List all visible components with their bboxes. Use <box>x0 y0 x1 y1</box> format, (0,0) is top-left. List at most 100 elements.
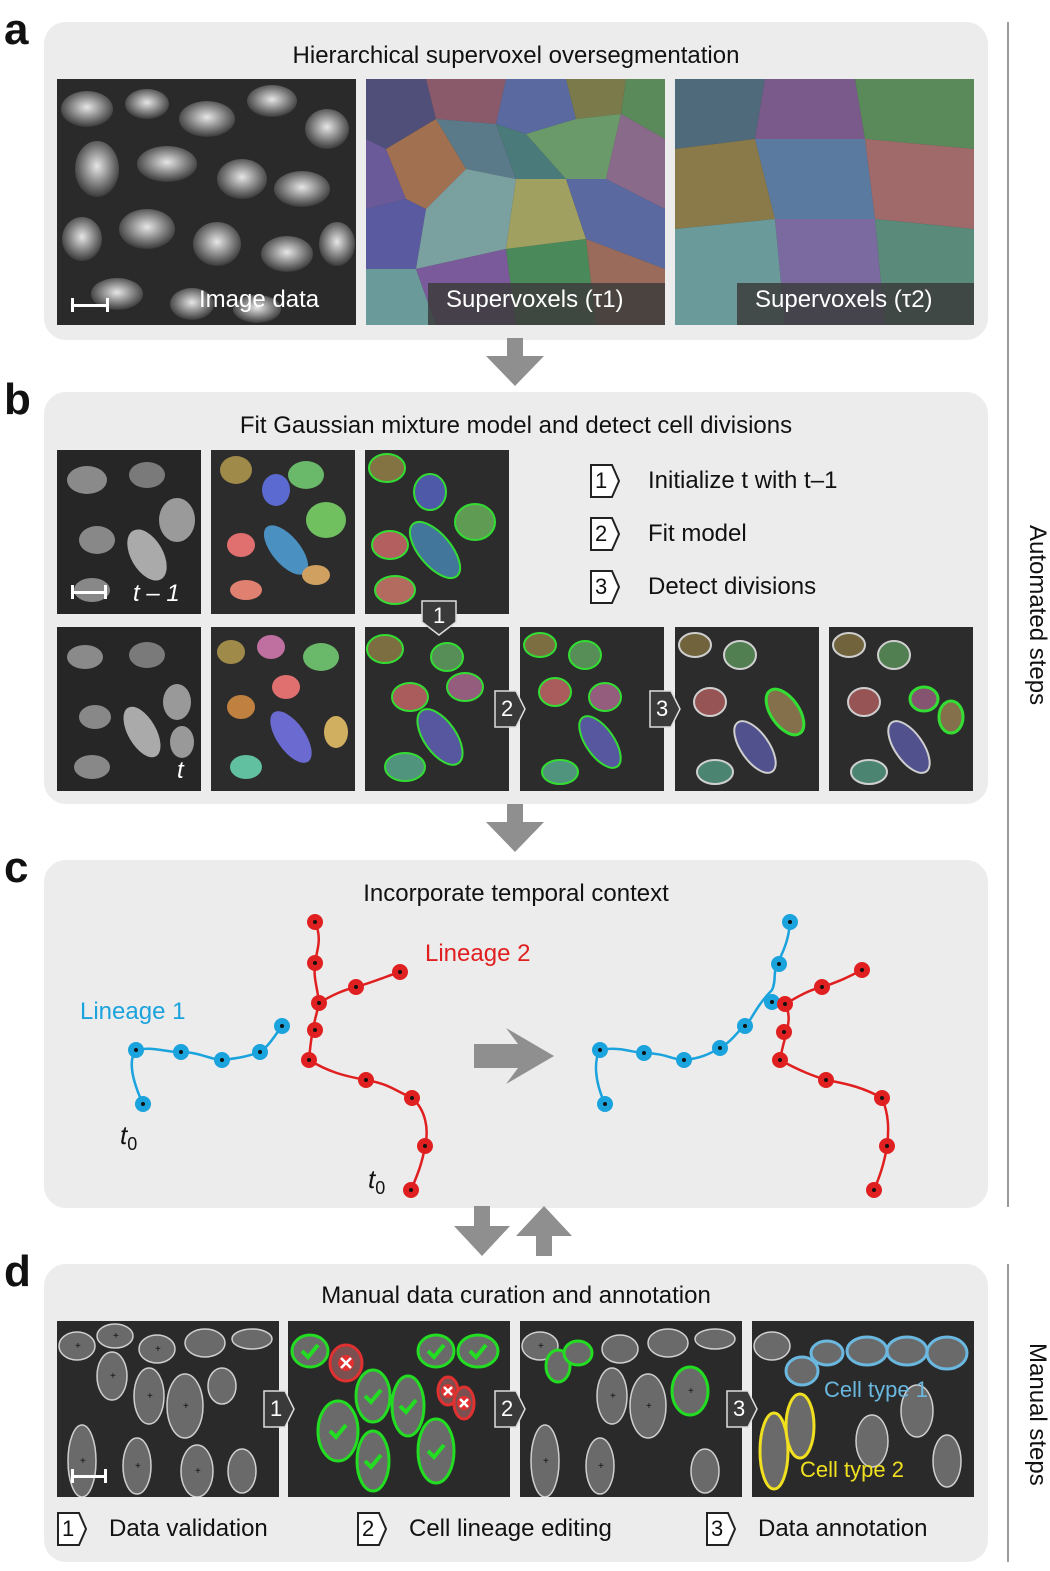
step-label: Fit model <box>648 520 747 547</box>
panel-d-step-1: 1 Data validation <box>57 1512 268 1546</box>
svg-text:+: + <box>538 1341 544 1352</box>
step-badge: 3 <box>590 570 620 604</box>
scale-bar-tick-right <box>104 585 107 599</box>
down-arrow-icon <box>486 804 544 852</box>
supervoxels-tau1-image: Supervoxels (τ1) <box>366 79 665 325</box>
bidirectional-arrows <box>454 1206 572 1256</box>
corrected-lineage-2-nodes <box>772 962 895 1198</box>
svg-text:+: + <box>688 1386 694 1397</box>
cell-type-1-label: Cell type 1 <box>824 1377 928 1402</box>
corrected-lineage-1-track <box>594 921 792 1105</box>
badge-fit: 2 <box>494 690 526 728</box>
scale-bar-tick-right <box>106 298 109 312</box>
corrected-lineage-2-trunk <box>778 1003 890 1191</box>
t0-label-lineage-1: t0 <box>120 1120 138 1155</box>
manual-steps-divider <box>1007 1264 1009 1562</box>
step-badge: 1 <box>590 464 620 498</box>
annotated-nuclei <box>752 1321 974 1497</box>
step-label: Cell lineage editing <box>409 1515 612 1542</box>
down-arrow-icon <box>454 1206 510 1256</box>
frame-t-minus-1-supervoxels <box>211 450 355 614</box>
nuclei-grayscale <box>57 450 201 614</box>
frame-label-t-minus-1: t – 1 <box>133 580 180 607</box>
panel-b-title: Fit Gaussian mixture model and detect ce… <box>239 412 793 439</box>
scale-bar <box>71 591 107 594</box>
supervoxels-tau2-image: Supervoxels (τ2) <box>675 79 974 325</box>
frame-t-divided <box>829 627 973 791</box>
scale-bar <box>71 304 109 307</box>
supervoxels-tau1-label: Supervoxels (τ1) <box>446 286 624 313</box>
frame-t-fit <box>520 627 664 791</box>
nuclei-grayscale <box>57 627 201 791</box>
lineage-2-trunk <box>307 921 428 1191</box>
panel-b-step-1: 1 Initialize t with t–1 <box>590 464 837 498</box>
validated-nuclei <box>288 1321 510 1497</box>
frame-t-detect <box>675 627 819 791</box>
step-label: Detect divisions <box>648 573 817 600</box>
svg-text:+: + <box>75 1341 81 1352</box>
curation-raw-image: +++ +++ +++ <box>57 1321 279 1497</box>
gmm-fit-ellipses <box>520 627 664 791</box>
panel-a-letter: a <box>4 5 29 54</box>
gmm-init-ellipses <box>365 627 509 791</box>
t0-label-lineage-2: t0 <box>368 1164 386 1199</box>
curation-editing-image: +++ +++ <box>520 1321 742 1497</box>
step-badge: 2 <box>590 517 620 551</box>
lineage-1-label: Lineage 1 <box>80 998 186 1025</box>
frame-t-supervoxels <box>211 627 355 791</box>
scale-bar <box>71 1475 107 1478</box>
lineage-1-nodes <box>128 1018 290 1112</box>
scale-bar-tick-right <box>104 1469 107 1483</box>
svg-text:+: + <box>147 1391 153 1402</box>
panel-b-step-3: 3 Detect divisions <box>590 570 816 604</box>
badge-annotation: 3 <box>726 1390 758 1428</box>
supervoxel-patches-coarse <box>675 79 974 325</box>
supervoxels-tau1-label-bg <box>428 283 665 325</box>
svg-text:+: + <box>110 1371 116 1382</box>
image-data-label: Image data <box>199 286 320 313</box>
up-arrow-icon <box>516 1206 572 1256</box>
right-arrow-icon <box>474 1028 554 1084</box>
supervoxel-blobs <box>211 627 355 791</box>
panel-b-step-2: 2 Fit model <box>590 517 747 551</box>
corrected-lineage-1-nodes <box>592 914 798 1112</box>
panel-b-letter: b <box>4 375 31 424</box>
svg-text:+: + <box>646 1401 652 1412</box>
svg-text:+: + <box>80 1456 86 1467</box>
step-badge: 3 <box>706 1512 736 1546</box>
svg-text:+: + <box>598 1461 604 1472</box>
scale-bar-tick-left <box>71 298 74 312</box>
badge-editing: 2 <box>494 1390 526 1428</box>
panel-c-letter: c <box>4 843 29 892</box>
svg-text:+: + <box>155 1344 161 1355</box>
badge-initialize: 1 <box>421 600 457 636</box>
division-detection-ellipses <box>675 627 819 791</box>
panel-d-step-3: 3 Data annotation <box>706 1512 927 1546</box>
lineage-1-track <box>130 1025 284 1105</box>
svg-text:+: + <box>195 1466 201 1477</box>
frame-t-minus-1-raw: t – 1 <box>57 450 201 614</box>
step-label: Initialize t with t–1 <box>648 467 838 494</box>
nuclei-grayscale <box>57 79 356 325</box>
curation-validation-image <box>288 1321 510 1497</box>
frame-t-init <box>365 627 509 791</box>
supervoxels-tau2-label: Supervoxels (τ2) <box>755 286 933 313</box>
panel-d-letter: d <box>4 1247 31 1296</box>
step-badge: 1 <box>57 1512 87 1546</box>
frame-t-raw: t <box>57 627 201 791</box>
frame-label-t: t <box>177 757 184 784</box>
panel-d-title: Manual data curation and annotation <box>321 1282 711 1309</box>
image-data-micrograph: Image data <box>57 79 356 325</box>
scale-bar-tick-left <box>71 585 74 599</box>
lineage-2-nodes <box>301 914 433 1198</box>
tracked-nuclei-outlines: +++ +++ +++ <box>57 1321 279 1497</box>
svg-text:+: + <box>183 1401 189 1412</box>
step-label: Data validation <box>109 1515 268 1542</box>
panel-a-title: Hierarchical supervoxel oversegmentation <box>292 42 740 69</box>
check-icons <box>300 1343 488 1470</box>
down-arrow-icon <box>486 338 544 386</box>
svg-text:+: + <box>543 1456 549 1467</box>
lineage-2-label: Lineage 2 <box>425 940 531 967</box>
gmm-fit-ellipses <box>365 450 509 614</box>
cell-type-2-label: Cell type 2 <box>800 1457 904 1482</box>
